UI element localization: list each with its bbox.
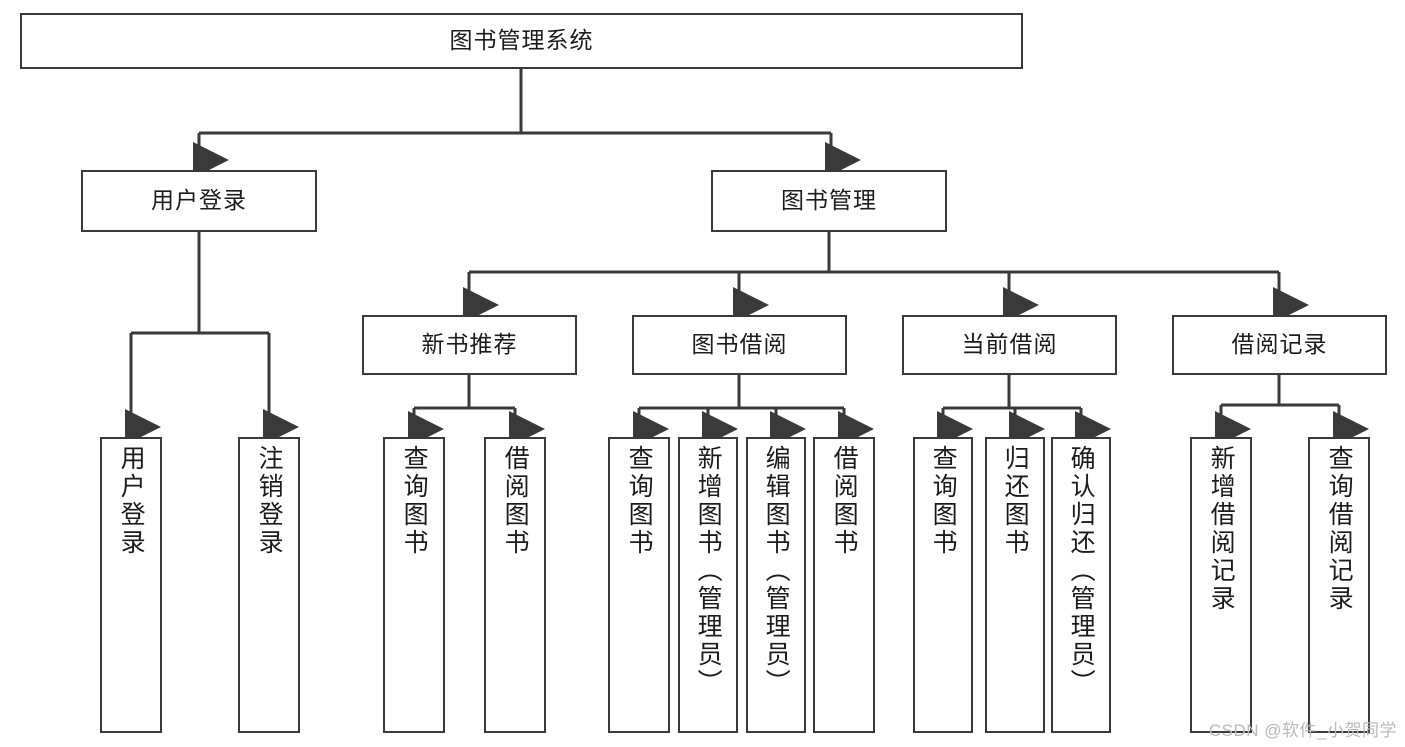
leaf-node-label: 查询图书 [625, 445, 654, 557]
leaf-node-label: 注销登录 [255, 445, 284, 557]
leaf-node[interactable]: 编辑图书（管理员） [746, 437, 806, 733]
leaf-node[interactable]: 查询借阅记录 [1308, 437, 1370, 733]
leaf-node[interactable]: 新增图书（管理员） [678, 437, 738, 733]
node-root[interactable]: 图书管理系统 [20, 13, 1023, 69]
leaf-node[interactable]: 查询图书 [913, 437, 973, 733]
leaf-node-label: 查询借阅记录 [1325, 445, 1354, 613]
leaf-node[interactable]: 确认归还（管理员） [1051, 437, 1111, 733]
node-book-management-label: 图书管理 [781, 187, 877, 214]
leaf-node-label: 归还图书 [1001, 445, 1030, 557]
node-user-login[interactable]: 用户登录 [81, 170, 317, 232]
leaf-node-label: 查询图书 [929, 445, 958, 557]
leaf-node-label: 确认归还（管理员） [1067, 445, 1096, 697]
node-book-borrow-label: 图书借阅 [691, 331, 788, 358]
node-borrow-record[interactable]: 借阅记录 [1172, 315, 1387, 375]
leaf-node-label: 用户登录 [117, 445, 146, 557]
leaf-node[interactable]: 注销登录 [238, 437, 300, 733]
node-book-management[interactable]: 图书管理 [711, 170, 947, 232]
leaf-node[interactable]: 新增借阅记录 [1190, 437, 1252, 733]
node-borrow-record-label: 借阅记录 [1231, 331, 1328, 358]
node-current-borrow[interactable]: 当前借阅 [902, 315, 1117, 375]
leaf-node-label: 借阅图书 [830, 445, 859, 557]
leaf-node[interactable]: 借阅图书 [484, 437, 546, 733]
node-book-borrow[interactable]: 图书借阅 [632, 315, 847, 375]
leaf-node[interactable]: 查询图书 [608, 437, 670, 733]
leaf-node-label: 新增借阅记录 [1207, 445, 1236, 613]
leaf-node[interactable]: 查询图书 [383, 437, 445, 733]
leaf-node-label: 新增图书（管理员） [694, 445, 723, 697]
leaf-node-label: 编辑图书（管理员） [762, 445, 791, 697]
node-new-book-recommend-label: 新书推荐 [421, 331, 518, 358]
leaf-node-label: 查询图书 [400, 445, 429, 557]
node-root-label: 图书管理系统 [449, 27, 594, 54]
leaf-node[interactable]: 借阅图书 [813, 437, 875, 733]
leaf-node[interactable]: 用户登录 [100, 437, 162, 733]
node-new-book-recommend[interactable]: 新书推荐 [362, 315, 577, 375]
node-user-login-label: 用户登录 [151, 187, 247, 214]
leaf-node-label: 借阅图书 [501, 445, 530, 557]
node-current-borrow-label: 当前借阅 [961, 331, 1058, 358]
leaf-node[interactable]: 归还图书 [985, 437, 1045, 733]
